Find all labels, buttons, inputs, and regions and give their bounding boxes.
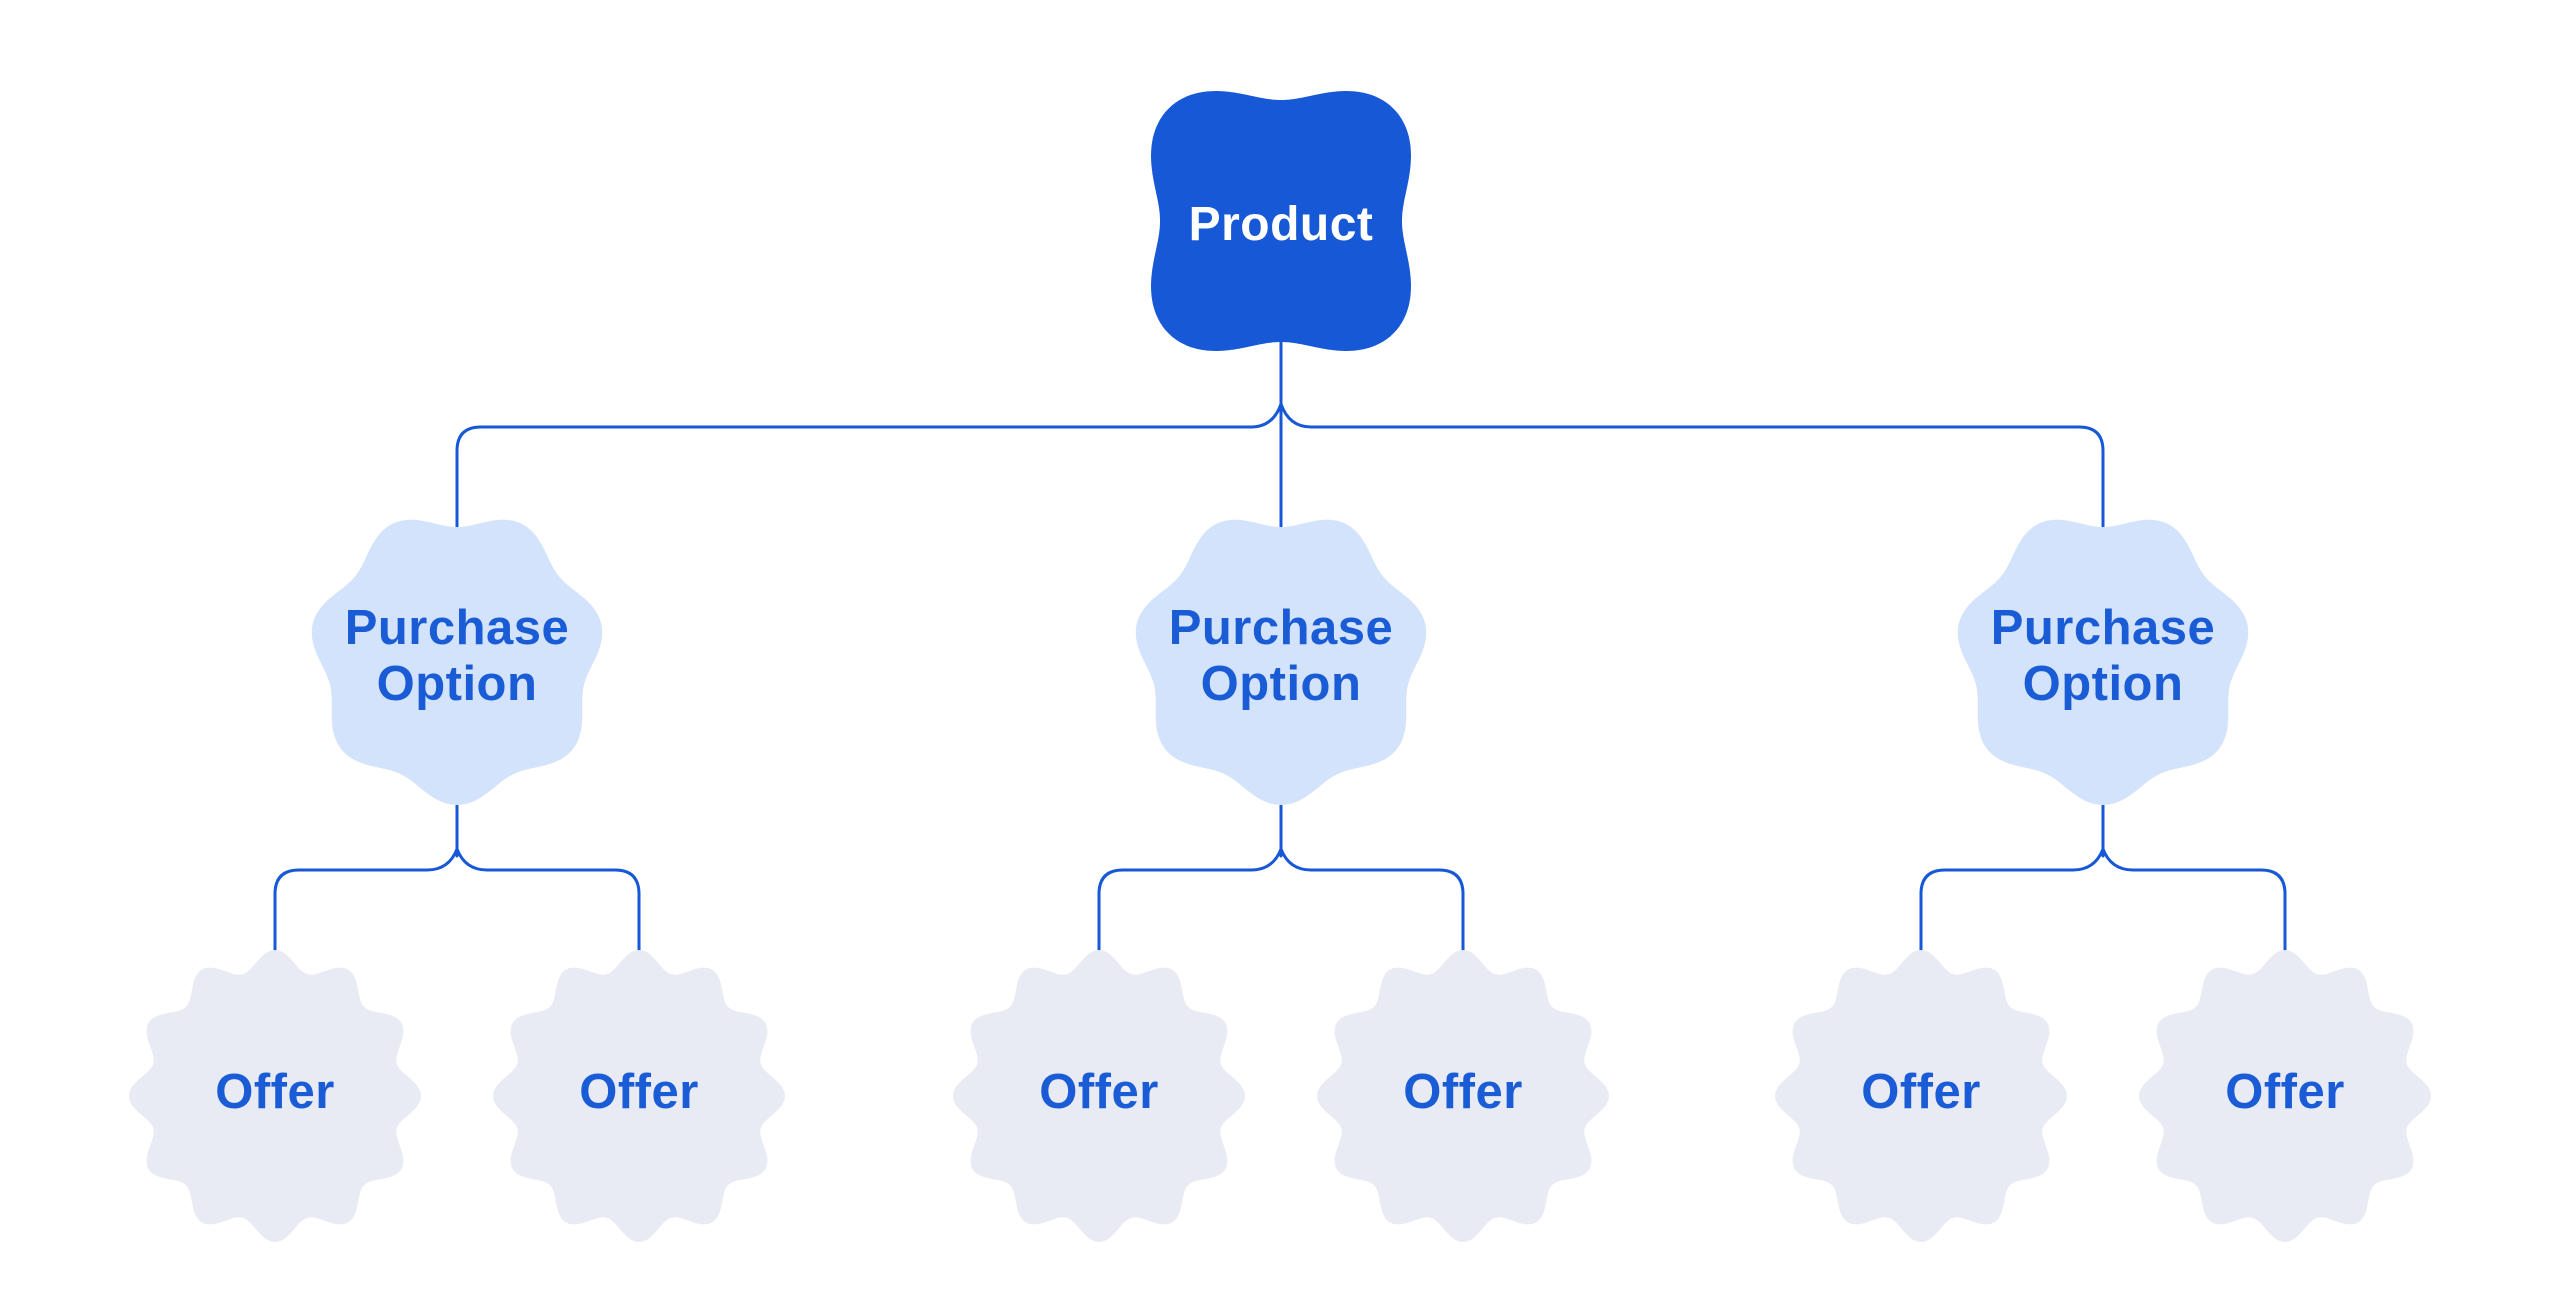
product-label: Product bbox=[1189, 198, 1374, 251]
offer-3a-shape bbox=[1775, 950, 2067, 1242]
product-node: Product bbox=[1151, 91, 1411, 351]
product-node-shape bbox=[1151, 91, 1411, 351]
offer-3b-label: Offer bbox=[2225, 1065, 2345, 1119]
offer-3b-shape bbox=[2139, 950, 2431, 1242]
purchase-option-2-label-line1: Purchase bbox=[1169, 601, 1394, 655]
connector-option3-rail bbox=[1919, 847, 2287, 962]
offer-1b-shape bbox=[493, 950, 785, 1242]
offer-2b-shape bbox=[1317, 950, 1609, 1242]
offer-node-3a: Offer bbox=[1775, 950, 2067, 1242]
purchase-option-2-shape bbox=[1135, 519, 1427, 805]
purchase-option-3-label-line2: Option bbox=[2023, 657, 2184, 711]
connector-lines bbox=[273, 334, 2287, 962]
offer-1a-shape bbox=[129, 950, 421, 1242]
purchase-option-3-label-line1: Purchase bbox=[1991, 601, 2216, 655]
offer-node-3b: Offer bbox=[2139, 950, 2431, 1242]
connector-option2-rail bbox=[1097, 847, 1465, 962]
offer-node-1a: Offer bbox=[129, 950, 421, 1242]
offer-2a-label: Offer bbox=[1039, 1065, 1159, 1119]
purchase-option-3-shape bbox=[1957, 519, 2249, 805]
offer-1b-label: Offer bbox=[579, 1065, 699, 1119]
offer-2a-shape bbox=[953, 950, 1245, 1242]
purchase-option-node-3: Purchase Option bbox=[1957, 519, 2249, 805]
purchase-option-1-label-line1: Purchase bbox=[345, 601, 570, 655]
purchase-option-1-label-line2: Option bbox=[377, 657, 538, 711]
offer-1a-label: Offer bbox=[215, 1065, 335, 1119]
purchase-option-node-1: Purchase Option bbox=[311, 519, 603, 805]
offer-node-2a: Offer bbox=[953, 950, 1245, 1242]
purchase-option-2-label-line2: Option bbox=[1201, 657, 1362, 711]
connector-option1-rail bbox=[273, 847, 641, 962]
offer-node-2b: Offer bbox=[1317, 950, 1609, 1242]
offer-2b-label: Offer bbox=[1403, 1065, 1523, 1119]
purchase-option-node-2: Purchase Option bbox=[1135, 519, 1427, 805]
offer-node-1b: Offer bbox=[493, 950, 785, 1242]
offer-3a-label: Offer bbox=[1861, 1065, 1981, 1119]
purchase-option-1-shape bbox=[311, 519, 603, 805]
connector-level1-rail bbox=[455, 402, 2105, 547]
